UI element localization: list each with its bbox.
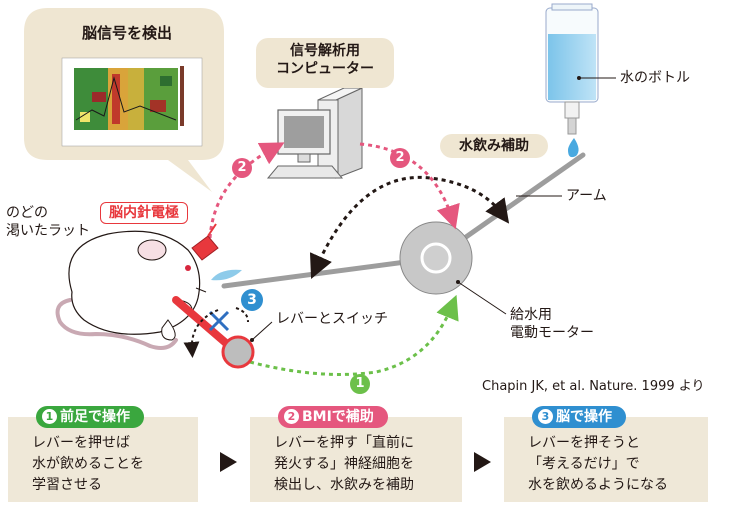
step-2-text: レバーを押す「直前に 発火する」神経細胞を 検出し、水飲みを補助 — [274, 435, 414, 493]
brain-signal-label: 脳信号を検出 — [82, 24, 173, 42]
brain-signal-bubble — [24, 8, 224, 192]
computer-icon — [266, 87, 363, 179]
computer-label: 信号解析用 コンピューター — [256, 38, 394, 88]
thirsty-rat-label: のどの 渇いたラット — [6, 205, 90, 239]
step-3-num: 3 — [538, 409, 553, 424]
heatmap-plot — [74, 66, 184, 130]
cross-icon — [208, 310, 230, 332]
step-arrow-1 — [220, 452, 237, 472]
motor-label: 給水用 電動モーター — [510, 307, 594, 341]
motor-icon — [399, 221, 507, 315]
marker-2-right-text: 2 — [395, 150, 405, 165]
step-2-num: 2 — [284, 409, 299, 424]
citation: Chapin JK, et al. Nature. 1999 より — [482, 379, 705, 394]
marker-2-left-text: 2 — [237, 160, 247, 175]
marker-1-text: 1 — [355, 376, 365, 391]
electrode-icon — [191, 223, 219, 261]
lever-switch — [172, 296, 273, 369]
lever-switch-label: レバーとスイッチ — [276, 311, 388, 327]
water-bottle-icon — [545, 3, 616, 158]
water-assist-label: 水飲み補助 — [440, 134, 548, 158]
step-3-text: レバーを押そうと 「考えるだけ」で 水を飲めるようになる — [528, 435, 668, 493]
rat-icon — [55, 230, 207, 350]
marker-2-left — [232, 158, 252, 178]
step-1-text: レバーを押せば 水が飲めることを 学習させる — [32, 435, 144, 493]
electrode-label: 脳内針電極 — [100, 202, 188, 224]
marker-3 — [241, 289, 263, 311]
marker-2-right — [390, 148, 410, 168]
marker-1 — [350, 374, 370, 394]
step-arrow-2 — [474, 452, 491, 472]
marker-3-text: 3 — [247, 292, 257, 308]
arm-label: アーム — [566, 188, 607, 204]
water-bottle-label: 水のボトル — [620, 70, 690, 86]
step-1-num: 1 — [42, 409, 57, 424]
